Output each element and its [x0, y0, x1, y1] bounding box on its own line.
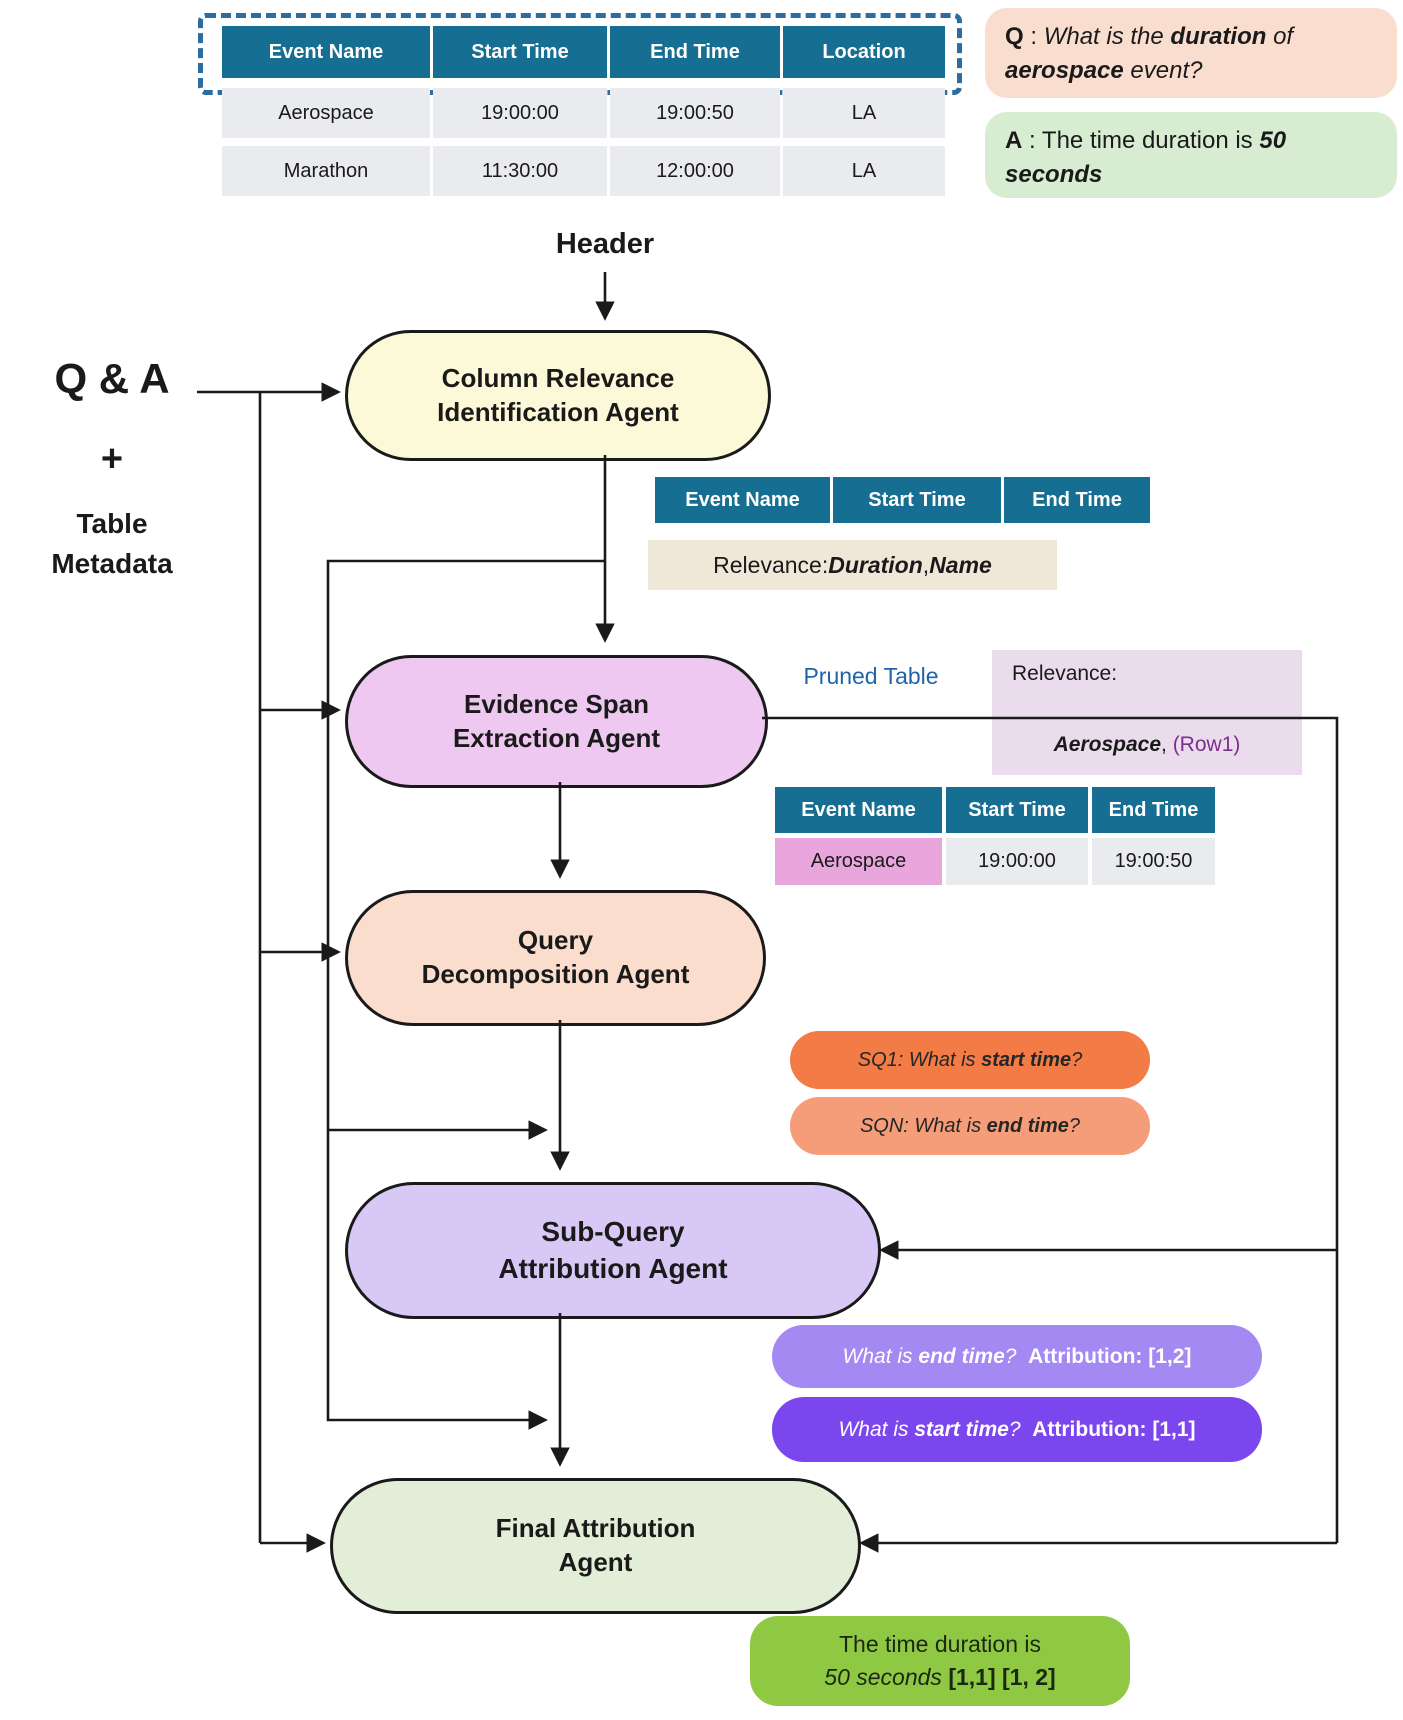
table-metadata-label-line2: Metadata — [51, 548, 173, 579]
table-header-cell: Start Time — [433, 26, 607, 78]
relevant-column-chip: End Time — [1004, 477, 1150, 523]
pruned-table-header-cell: Event Name — [775, 787, 942, 833]
pruned-table-header-cell: Start Time — [946, 787, 1088, 833]
relevance-note: Relevance: Duration, Name — [648, 540, 1057, 590]
table-cell: LA — [783, 88, 945, 138]
relevant-column-chip: Start Time — [833, 477, 1001, 523]
attribution-start-time-pill: What is start time? Attribution: [1,1] — [772, 1397, 1262, 1462]
answer-bubble: A : The time duration is 50 seconds — [985, 112, 1397, 198]
qa-input-label: Q & A — [54, 355, 170, 402]
table-cell: LA — [783, 146, 945, 196]
final-answer-box: The time duration is 50 seconds [1,1] [1… — [750, 1616, 1130, 1706]
attribution-end-time-pill: What is end time? Attribution: [1,2] — [772, 1325, 1262, 1388]
question-bubble: Q : What is the duration of aerospace ev… — [985, 8, 1397, 98]
pruned-table-cell-highlighted: Aerospace — [775, 838, 942, 885]
table-cell: Aerospace — [222, 88, 430, 138]
table-header-cell: Event Name — [222, 26, 430, 78]
subquery-1-pill: SQ1: What is start time? — [790, 1031, 1150, 1089]
pruned-table-cell: 19:00:00 — [946, 838, 1088, 885]
pruned-table-label: Pruned Table — [803, 662, 939, 689]
subquery-n-pill: SQN: What is end time? — [790, 1097, 1150, 1155]
row-relevance-note: Relevance: Aerospace, (Row1) — [992, 650, 1302, 775]
table-cell: 19:00:00 — [433, 88, 607, 138]
row-relevance-value: Aerospace, (Row1) — [1053, 733, 1241, 756]
row-relevance-prefix: Relevance: — [1012, 662, 1118, 685]
header-label: Header — [555, 228, 655, 260]
relevant-column-chip: Event Name — [655, 477, 830, 523]
table-cell: 12:00:00 — [610, 146, 780, 196]
answer-label: A — [1005, 127, 1023, 154]
table-cell: 11:30:00 — [433, 146, 607, 196]
pruned-table-cell: 19:00:50 — [1092, 838, 1215, 885]
table-header-cell: End Time — [610, 26, 780, 78]
table-cell: 19:00:50 — [610, 88, 780, 138]
plus-sign: + — [100, 438, 124, 480]
table-metadata-label-line1: Table — [76, 508, 148, 539]
table-cell: Marathon — [222, 146, 430, 196]
table-header-cell: Location — [783, 26, 945, 78]
pruned-table-header-cell: End Time — [1092, 787, 1215, 833]
question-label: Q — [1005, 23, 1024, 50]
